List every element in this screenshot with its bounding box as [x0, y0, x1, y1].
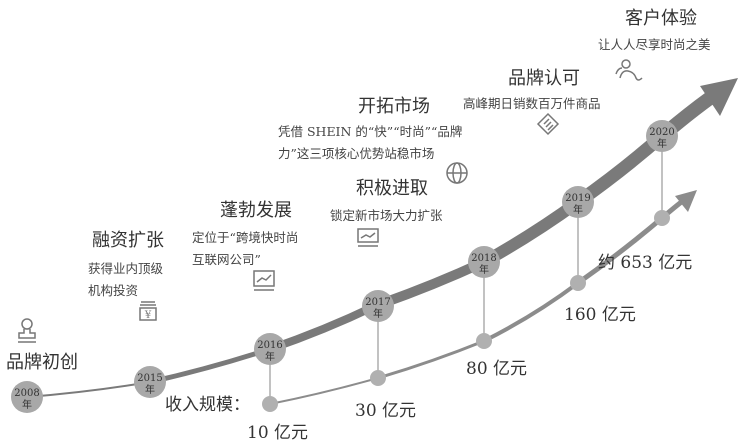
globe-icon	[446, 162, 468, 184]
revenue-label: 收入规模：	[165, 395, 250, 415]
revenue-value-2019: 160 亿元	[564, 305, 636, 325]
milestone-desc-2016-2: 互联网公司”	[192, 252, 261, 267]
milestone-desc-2018-2: 力”这三项核心优势站稳市场	[278, 146, 434, 161]
trend-chart-icon	[253, 270, 275, 291]
milestone-title-2015: 融资扩张	[92, 230, 164, 251]
svg-text:年: 年	[373, 307, 383, 320]
svg-text:2018: 2018	[471, 253, 496, 264]
milestone-title-2019: 品牌认可	[508, 68, 580, 89]
milestone-desc-2017-1: 锁定新市场大力扩张	[330, 208, 443, 223]
milestone-title-2020: 客户体验	[625, 8, 697, 29]
svg-text:2017: 2017	[365, 297, 390, 308]
svg-text:2019: 2019	[565, 193, 590, 204]
revenue-nodes	[262, 210, 670, 412]
svg-text:2008: 2008	[14, 388, 39, 399]
revenue-value-2016: 10 亿元	[247, 423, 308, 443]
svg-text:2015: 2015	[137, 373, 162, 384]
milestone-desc-2015-2: 机构投资	[88, 283, 138, 298]
svg-text:年: 年	[145, 383, 155, 396]
milestone-desc-2015-1: 获得业内顶级	[88, 261, 164, 276]
main-arrowhead	[700, 78, 738, 116]
monitor-chart-icon	[357, 228, 379, 247]
svg-text:年: 年	[573, 203, 583, 216]
revenue-value-2018: 80 亿元	[466, 359, 527, 379]
milestone-desc-2018-1: 凭借 SHEIN 的“快”“时尚”“品牌	[278, 124, 462, 139]
svg-text:年: 年	[479, 263, 489, 276]
money-jar-icon: ¥	[139, 301, 157, 321]
svg-text:2016: 2016	[257, 340, 282, 351]
milestone-title-2008: 品牌初创	[6, 352, 78, 373]
milestone-title-2018: 开拓市场	[358, 96, 430, 117]
revenue-value-2020: 约 653 亿元	[598, 253, 692, 273]
svg-text:年: 年	[22, 398, 32, 411]
svg-text:¥: ¥	[144, 310, 152, 321]
revenue-value-2017: 30 亿元	[355, 401, 416, 421]
milestone-title-2017: 积极进取	[356, 178, 428, 199]
stamp-icon	[18, 318, 36, 343]
handshake-icon	[536, 112, 560, 136]
svg-text:2020: 2020	[649, 127, 674, 138]
milestone-title-2016: 蓬勃发展	[220, 200, 292, 221]
svg-text:年: 年	[657, 137, 667, 150]
people-icon	[615, 59, 643, 81]
milestone-desc-2016-1: 定位于“跨境快时尚	[192, 230, 298, 245]
milestone-desc-2019-1: 高峰期日销数百万件商品	[463, 96, 601, 111]
revenue-arrowhead	[675, 190, 697, 212]
svg-text:年: 年	[265, 350, 275, 363]
milestone-desc-2020-1: 让人人尽享时尚之美	[598, 37, 711, 52]
